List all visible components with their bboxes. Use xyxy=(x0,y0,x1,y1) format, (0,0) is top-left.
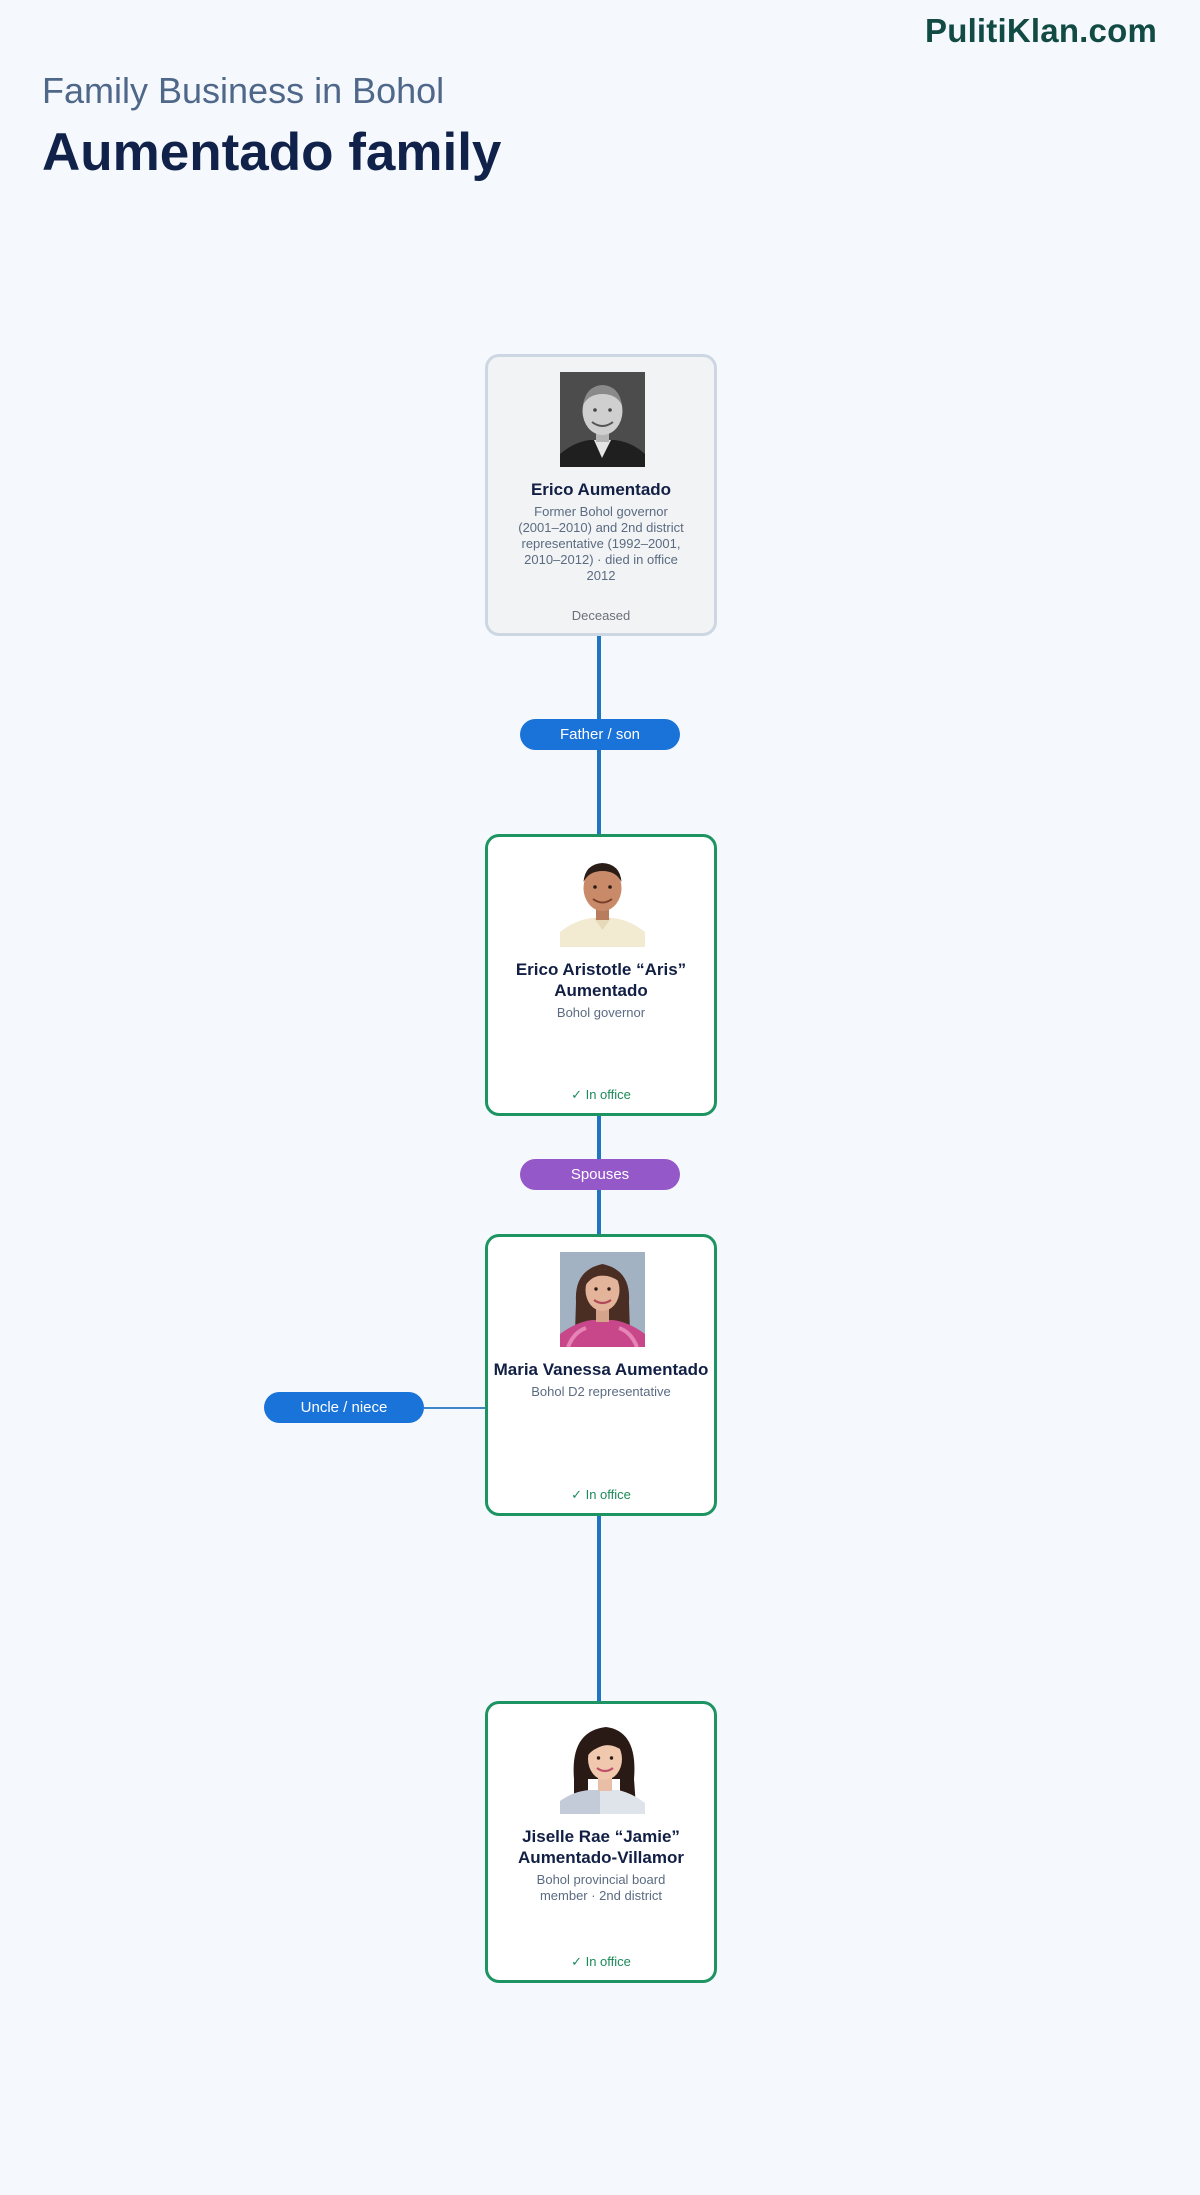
person-description: Bohol provincial board member · 2nd dist… xyxy=(536,1872,666,1903)
person-description: Bohol governor xyxy=(556,1005,646,1020)
status-badge: ✓ In office xyxy=(571,1487,631,1502)
person-card-maria-vanessa-aumentado[interactable]: Maria Vanessa Aumentado Bohol D2 represe… xyxy=(485,1234,717,1516)
status-badge: Deceased xyxy=(571,608,631,623)
person-card-aris-aumentado[interactable]: Erico Aristotle “Aris” Aumentado Bohol g… xyxy=(485,834,717,1116)
person-card-jiselle-rae-aumentado-villamor[interactable]: Jiselle Rae “Jamie” Aumentado-Villamor B… xyxy=(485,1701,717,1983)
brand-logo[interactable]: PulitiKlan.com xyxy=(925,12,1157,49)
portrait-photo xyxy=(560,1252,645,1347)
person-card-erico-aumentado[interactable]: Erico Aumentado Former Bohol governor (2… xyxy=(485,354,717,636)
connector-line-uncle-niece xyxy=(597,1515,601,1702)
portrait-photo xyxy=(560,1719,645,1814)
portrait-photo xyxy=(560,852,645,947)
person-name: Maria Vanessa Aumentado xyxy=(493,1360,709,1379)
relation-pill-spouses: Spouses xyxy=(520,1159,680,1190)
relation-pill-father-son: Father / son xyxy=(520,719,680,750)
person-name: Jiselle Rae “Jamie” Aumentado-Villamor xyxy=(518,1827,684,1867)
portrait-photo xyxy=(560,372,645,467)
status-badge: ✓ In office xyxy=(571,1087,631,1102)
status-badge: ✓ In office xyxy=(571,1954,631,1969)
person-description: Bohol D2 representative xyxy=(531,1384,671,1399)
person-description: Former Bohol governor (2001–2010) and 2n… xyxy=(518,504,684,583)
relation-pill-uncle-niece: Uncle / niece xyxy=(264,1392,424,1423)
page-title: Aumentado family xyxy=(42,123,502,182)
person-name: Erico Aristotle “Aris” Aumentado xyxy=(515,960,687,1000)
page-subtitle: Family Business in Bohol xyxy=(42,70,445,111)
connector-line-uncle-niece-branch xyxy=(424,1407,486,1409)
person-name: Erico Aumentado xyxy=(530,480,672,499)
